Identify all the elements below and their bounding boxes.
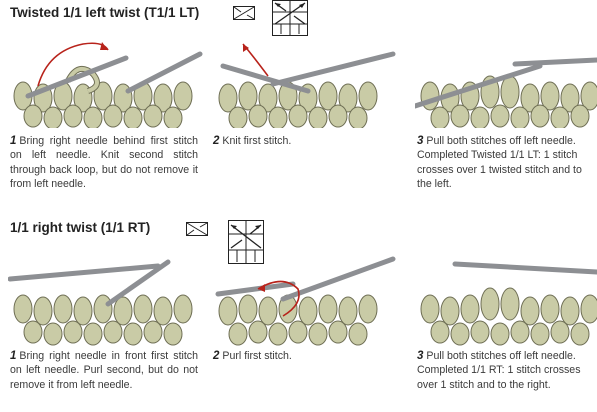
illustration-step-1-left-twist (13, 42, 203, 128)
illustration-step-1-right-twist (8, 259, 193, 346)
illustration-step-2-right-twist (215, 256, 396, 346)
section-title-left-twist: Twisted 1/1 left twist (T1/1 LT) (10, 5, 200, 20)
stitch-chart-icon (228, 220, 264, 264)
illustration-step-3-left-twist (415, 57, 597, 128)
illustration-step-2-left-twist (218, 43, 396, 128)
twist-symbol-icon (233, 6, 255, 20)
twist-symbol-icon (186, 222, 208, 236)
section-title-right-twist: 1/1 right twist (1/1 RT) (10, 220, 151, 235)
stitch-chart-icon (272, 0, 308, 36)
illustration-step-3-right-twist (420, 261, 597, 346)
